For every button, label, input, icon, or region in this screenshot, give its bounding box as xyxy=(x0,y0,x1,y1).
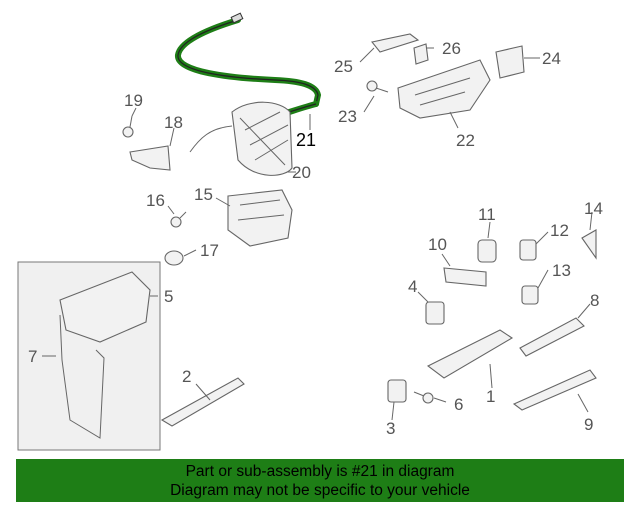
subassembly-box-part-5[interactable] xyxy=(17,261,161,451)
bolt-part-16[interactable] xyxy=(170,211,187,228)
callout-12: 12 xyxy=(550,221,569,240)
callout-3: 3 xyxy=(386,419,395,438)
part-12[interactable] xyxy=(519,239,537,261)
part-14[interactable] xyxy=(581,229,597,260)
callout-23: 23 xyxy=(338,107,357,126)
callout-15: 15 xyxy=(194,185,213,204)
banner-line-2: Diagram may not be specific to your vehi… xyxy=(170,482,470,499)
callout-6: 6 xyxy=(454,395,463,414)
callout-9: 9 xyxy=(584,415,593,434)
parts-diagram: 25 26 24 23 22 21 20 19 18 15 16 17 5 7 … xyxy=(17,12,603,451)
callout-24: 24 xyxy=(542,49,561,68)
callout-25: 25 xyxy=(334,57,353,76)
cover-part-24[interactable] xyxy=(495,45,525,79)
part-11[interactable] xyxy=(477,239,497,263)
callout-labels: 25 26 24 23 22 21 20 19 18 15 16 17 5 7 … xyxy=(28,39,603,438)
callout-20: 20 xyxy=(292,163,311,182)
part-9[interactable] xyxy=(512,369,597,411)
callout-19: 19 xyxy=(124,91,143,110)
banner-line-1: Part or sub-assembly is #21 in diagram xyxy=(185,463,455,480)
part-10[interactable] xyxy=(443,267,487,287)
callout-8: 8 xyxy=(590,291,599,310)
callout-18: 18 xyxy=(164,113,183,132)
cap-part-25[interactable] xyxy=(371,33,420,53)
callout-21: 21 xyxy=(296,130,316,150)
clip-part-17[interactable] xyxy=(164,250,184,266)
part-3[interactable] xyxy=(387,379,407,403)
bracket-part-18[interactable] xyxy=(129,145,171,171)
latch-part-15[interactable] xyxy=(227,189,293,247)
handle-part-1[interactable] xyxy=(426,329,514,379)
callout-11: 11 xyxy=(478,205,496,224)
callout-5: 5 xyxy=(164,287,173,306)
callout-17: 17 xyxy=(200,241,219,260)
callout-4: 4 xyxy=(408,277,417,296)
callout-2: 2 xyxy=(182,367,191,386)
screw-part-6[interactable] xyxy=(413,391,434,404)
callout-14: 14 xyxy=(584,199,603,218)
part-4[interactable] xyxy=(425,301,445,325)
callout-7: 7 xyxy=(28,347,37,366)
part-8[interactable] xyxy=(519,317,585,357)
panel-part-20[interactable] xyxy=(189,101,293,176)
callout-26: 26 xyxy=(442,39,461,58)
leader-lines xyxy=(42,47,593,421)
info-banner: Part or sub-assembly is #21 in diagram D… xyxy=(16,459,624,502)
part-13[interactable] xyxy=(521,285,539,305)
bolt-part-19[interactable] xyxy=(122,115,134,138)
callout-22: 22 xyxy=(456,131,475,150)
callout-1: 1 xyxy=(486,387,495,406)
callout-10: 10 xyxy=(428,235,447,254)
trim-part-2[interactable] xyxy=(160,377,245,427)
screw-part-23[interactable] xyxy=(366,80,389,93)
callout-16: 16 xyxy=(146,191,165,210)
callout-13: 13 xyxy=(552,261,571,280)
handle-bracket-part-22[interactable] xyxy=(397,59,491,119)
clip-part-26[interactable] xyxy=(413,43,429,65)
